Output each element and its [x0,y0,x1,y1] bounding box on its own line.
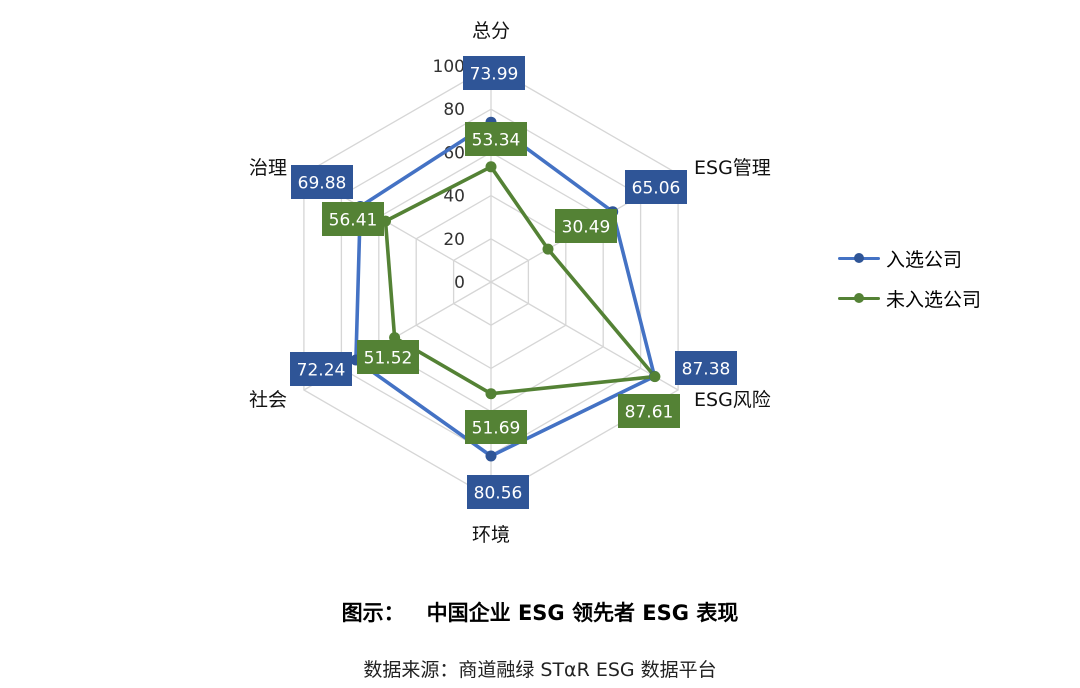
data-label-box-1-5 [322,202,384,236]
legend-swatch-selected [838,248,880,268]
radar-chart: 020406080100总分ESG管理ESG风险环境社会治理73.9965.06… [249,20,771,546]
data-label-0-2: 87.38 [682,360,731,380]
legend-swatch-unselected [838,288,880,308]
radial-tick-label: 80 [443,100,465,120]
series-point-0-3 [485,450,497,462]
legend-label-selected: 入选公司 [886,248,963,271]
legend-label-unselected: 未入选公司 [886,288,982,311]
data-label-box-0-4 [290,352,352,386]
axis-label-2: ESG风险 [694,389,771,411]
data-label-box-1-4 [357,340,419,374]
data-label-1-3: 51.69 [472,419,521,439]
radial-tick-label: 40 [443,187,465,207]
data-label-box-0-5 [291,165,353,199]
radial-tick-label: 100 [433,57,465,77]
data-label-box-0-0 [463,56,525,90]
axis-label-4: 社会 [249,389,287,411]
data-label-1-1: 30.49 [562,218,611,238]
legend: 入选公司 未入选公司 [838,244,981,324]
series-point-1-0 [485,161,497,173]
axis-label-5: 治理 [249,157,287,179]
data-label-1-5: 56.41 [329,211,378,231]
caption-prefix: 图示： [341,601,405,625]
axis-label-0: 总分 [472,20,510,42]
data-label-box-0-1 [625,170,687,204]
data-label-box-1-1 [555,209,617,243]
data-label-0-5: 69.88 [298,174,347,194]
data-label-0-1: 65.06 [632,179,681,199]
axis-label-3: 环境 [472,524,510,546]
series-point-1-3 [485,388,497,400]
data-source: 数据来源：商道融绿 STαR ESG 数据平台 [363,659,717,681]
radial-tick-label: 20 [443,230,465,250]
grid-spoke-2 [490,281,679,391]
data-label-box-1-3 [465,410,527,444]
data-label-box-1-0 [465,122,527,156]
data-label-1-0: 53.34 [472,131,521,151]
data-label-box-0-2 [675,351,737,385]
radial-tick-label: 0 [454,273,465,293]
data-label-0-3: 80.56 [474,484,523,504]
data-label-0-4: 72.24 [297,361,346,381]
data-label-box-0-3 [467,475,529,509]
axis-label-1: ESG管理 [694,157,771,179]
series-line-0 [354,120,657,458]
data-label-1-2: 87.61 [625,403,674,423]
data-label-0-0: 73.99 [470,65,519,85]
series-point-1-2 [649,371,661,383]
caption-title: 中国企业 ESG 领先者 ESG 表现 [426,601,739,625]
data-label-1-4: 51.52 [364,349,413,369]
data-label-box-1-2 [618,394,680,428]
legend-item-unselected[interactable]: 未入选公司 [838,284,981,312]
legend-item-selected[interactable]: 入选公司 [838,244,981,272]
series-line-1 [383,165,657,396]
figure-caption: 图示： 中国企业 ESG 领先者 ESG 表现 [0,597,1080,627]
series-point-1-1 [542,243,554,255]
